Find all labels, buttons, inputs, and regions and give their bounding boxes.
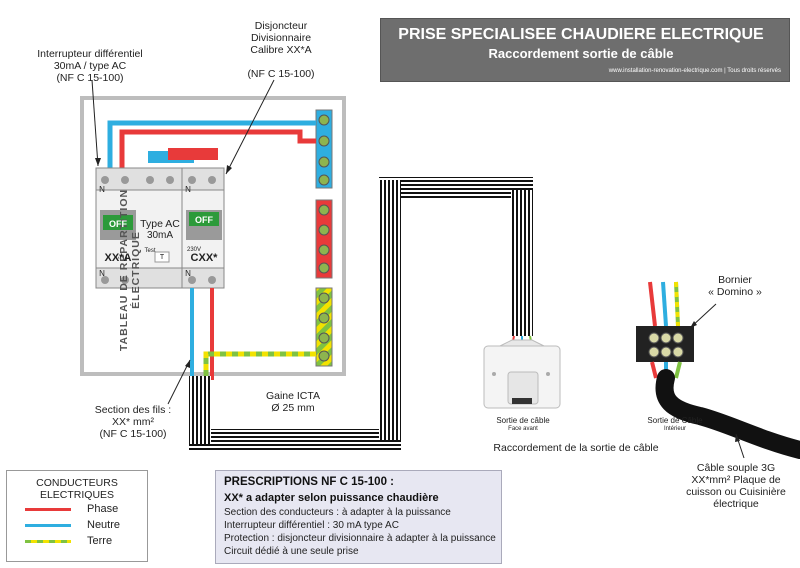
neutral-supply-wire [107, 120, 316, 168]
breaker-label: Disjoncteur Divisionnaire Calibre XX*A (… [247, 20, 315, 80]
outlet-inside-label: Sortie de Câble Intérieur [647, 416, 703, 432]
rcd-n-top: N [99, 185, 105, 194]
wire-section-label: Section des fils : XX* mm² (NF C 15-100) [94, 404, 172, 440]
phase-swatch [25, 508, 71, 511]
prescriptions-box: PRESCRIPTIONS NF C 15-100 : XX* a adapte… [215, 470, 502, 564]
rcd-test-label: Test [144, 248, 156, 254]
conduit-label: Gaine ICTA Ø 25 mm [265, 390, 321, 414]
rcd-off-label: OFF [109, 219, 127, 229]
prescription-line: Interrupteur différentiel : 30 mA type A… [224, 520, 399, 531]
cable-outlet-front [483, 339, 561, 409]
rcd-test-button: T [159, 254, 165, 261]
breaker-volt-label: 230V [186, 247, 201, 253]
flexible-cable [655, 369, 800, 459]
prescription-line: Protection : disjoncteur divisionnaire à… [224, 533, 496, 544]
domino-label: Bornier « Domino » [708, 274, 762, 298]
breaker-device [181, 167, 225, 289]
title-block: PRISE SPECIALISEE CHAUDIERE ELECTRIQUE R… [380, 18, 790, 82]
phase-terminal-bar [315, 199, 333, 279]
website-credit: www.installation-renovation-electrique.c… [608, 68, 781, 74]
legend-title: CONDUCTEURS ELECTRIQUES [36, 477, 118, 501]
connection-label: Raccordement de la sortie de câble [493, 442, 659, 454]
prescription-line: Section des conducteurs : à adapter à la… [224, 507, 451, 518]
breaker-model-label: CXX* [190, 252, 218, 264]
rcd-type-label: Type AC [140, 218, 180, 230]
rcd-n-bottom: N [99, 269, 105, 278]
earth-terminal-bar [315, 287, 333, 367]
legend-item-phase: Phase [25, 503, 145, 515]
neutral-swatch [25, 524, 71, 527]
legend-item-neutre: Neutre [25, 519, 145, 531]
prescriptions-title: PRESCRIPTIONS NF C 15-100 : [224, 476, 394, 488]
conductor-legend: CONDUCTEURS ELECTRIQUES Phase Neutre Ter… [6, 470, 148, 562]
rcd-device [95, 167, 183, 289]
panel-label: TABLEAU DE RÉPARTITION ÉLECTRIQUE [118, 188, 142, 352]
diagram-title: PRISE SPECIALISEE CHAUDIERE ELECTRIQUE [398, 26, 764, 43]
prescriptions-subtitle: XX* a adapter selon puissance chaudière [224, 492, 439, 504]
earth-swatch [25, 540, 71, 543]
rcd-model-label: XX*A [104, 252, 132, 264]
phase-supply-wire [119, 129, 316, 168]
comb-bridge-phase [168, 148, 218, 160]
prescription-line: Circuit dédié à une seule prise [224, 546, 359, 557]
diagram-subtitle: Raccordement sortie de câble [488, 46, 674, 61]
rcd-label: Interrupteur différentiel 30mA / type AC… [37, 48, 143, 84]
legend-item-terre: Terre [25, 535, 145, 547]
breaker-n-top: N [185, 185, 191, 194]
breaker-off-label: OFF [195, 215, 213, 225]
neutral-terminal-bar [315, 109, 333, 189]
outlet-front-label: Sortie de câble Face avant [496, 416, 550, 432]
rcd-rating-label: 30mA [146, 230, 174, 241]
breaker-n-bottom: N [185, 269, 191, 278]
domino-terminal [636, 326, 694, 362]
cable-label: Câble souple 3G XX*mm² Plaque de cuisson… [686, 462, 786, 510]
